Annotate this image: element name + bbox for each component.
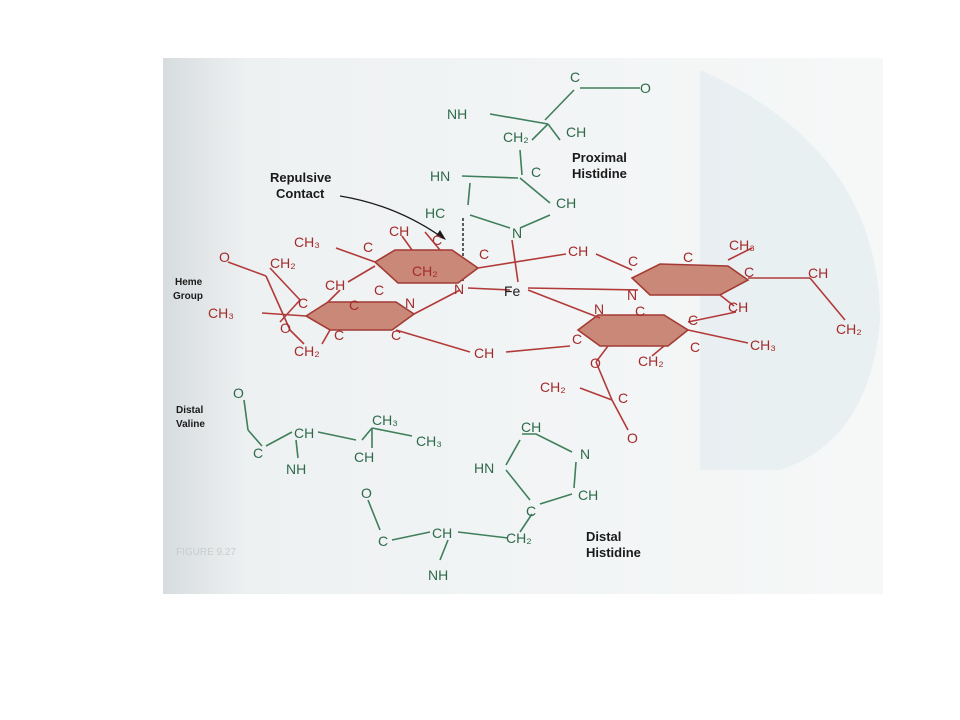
distal-histidine: CH N HN CH C O CH C CH₂ NH [361,419,598,583]
heme-c-bot2: C [688,312,698,328]
heme-o-left: O [219,249,230,265]
heme-n-right: N [627,287,637,303]
his-c: C [526,503,536,519]
valine-c: C [253,445,263,461]
heme-ch-top: CH [389,223,409,239]
heme-c2: C [432,232,442,248]
his-c-low: C [378,533,388,549]
repulsive-arrowhead [436,230,446,240]
distal-valine-caption-1: Distal [176,405,203,416]
heme-o-bottom: O [590,355,601,371]
heme-ch2-left-bottom: CH₂ [294,343,320,359]
heme-ch2-bottom2: CH₂ [540,379,566,395]
heme-ch-right2: CH [728,299,748,315]
his-ch2: CH₂ [506,530,532,546]
valine-o: O [233,385,244,401]
his-nh: NH [428,567,448,583]
proximal-caption-2: Histidine [572,166,627,181]
heme-c-right2: C [683,249,693,265]
distal-valine-caption-2: Valine [176,419,205,430]
heme-o-left2: O [280,320,291,336]
heme-c-bot5: C [618,390,628,406]
repulsive-arrow [339,195,441,237]
heme-group: CH₃ C CH C C CH₂ N Fe CH CH₃ C C C CH N … [208,223,862,446]
proximal-hc: HC [425,205,445,221]
valine-nh: NH [286,461,306,477]
valine-ch: CH [294,425,314,441]
heme-c-left4: C [334,327,344,343]
proximal-ch: CH [566,124,586,140]
proximal-c-top: C [570,69,580,85]
heme-c-bot3: C [572,331,582,347]
heme-ch-left: CH [325,277,345,293]
heme-ch2-center: CH₂ [412,263,438,279]
pyrrole-ring-left [304,301,416,331]
heme-c-right3: C [744,264,754,280]
proximal-o-top: O [640,80,651,96]
proximal-hn: HN [430,168,450,184]
heme-c-bot4: C [690,339,700,355]
heme-ch3-left-top: CH₃ [294,234,320,250]
distal-histidine-caption-2: Histidine [586,545,641,560]
repulsive-caption-1: Repulsive [270,170,331,185]
his-o: O [361,485,372,501]
heme-ch3-right-top: CH₃ [729,237,755,253]
valine-ch-low: CH [354,449,374,465]
distal-valine: O CH CH₃ C CH₃ NH CH [233,385,442,477]
his-n: N [580,446,590,462]
heme-n-left: N [405,295,415,311]
heme-ch2-left: CH₂ [270,255,296,271]
proximal-ch2: CH₂ [503,129,529,145]
pyrrole-ring-right [630,263,750,296]
proximal-ch-ring: CH [556,195,576,211]
his-ch: CH [432,525,452,541]
heme-ch-bridge-top: CH [568,243,588,259]
heme-c-left3: C [298,295,308,311]
proximal-caption-1: Proximal [572,150,627,165]
repulsive-caption-2: Contact [276,186,325,201]
heme-ch2-bottom: CH₂ [638,353,664,369]
heme-ch-right: CH [808,265,828,281]
heme-c-bot1: C [635,303,645,319]
faint-background-shape [700,70,880,470]
his-ch-top: CH [521,419,541,435]
his-ch-right: CH [578,487,598,503]
scan-margin-text: FIGURE 9.27 [176,547,236,558]
heme-o-bottom2: O [627,430,638,446]
heme-ch3-bottom: CH₃ [750,337,776,353]
proximal-nh: NH [447,106,467,122]
heme-c1: C [363,239,373,255]
heme-c-left1: C [374,282,384,298]
his-hn: HN [474,460,494,476]
pyrrole-ring-bottom [576,314,690,347]
heme-fe: Fe [504,283,521,299]
heme-c-left5: C [391,327,401,343]
distal-histidine-caption-1: Distal [586,529,621,544]
heme-c-left2: C [349,297,359,313]
heme-n-bottom: N [594,301,604,317]
proximal-c-ring: C [531,164,541,180]
heme-n-center: N [454,281,464,297]
heme-c-right1: C [628,253,638,269]
heme-ch3-left: CH₃ [208,305,234,321]
proximal-n-ring: N [512,225,522,241]
heme-caption-2: Group [173,291,203,302]
proximal-histidine: C O NH CH₂ CH HN C HC CH N [425,69,651,283]
heme-ch2-right-end: CH₂ [836,321,862,337]
valine-ch3-right: CH₃ [416,433,442,449]
heme-c3: C [479,246,489,262]
heme-ch-bottom: CH [474,345,494,361]
heme-caption-1: Heme [175,277,203,288]
captions: Repulsive Contact Proximal Histidine Hem… [173,150,641,560]
valine-ch3-top: CH₃ [372,412,398,428]
